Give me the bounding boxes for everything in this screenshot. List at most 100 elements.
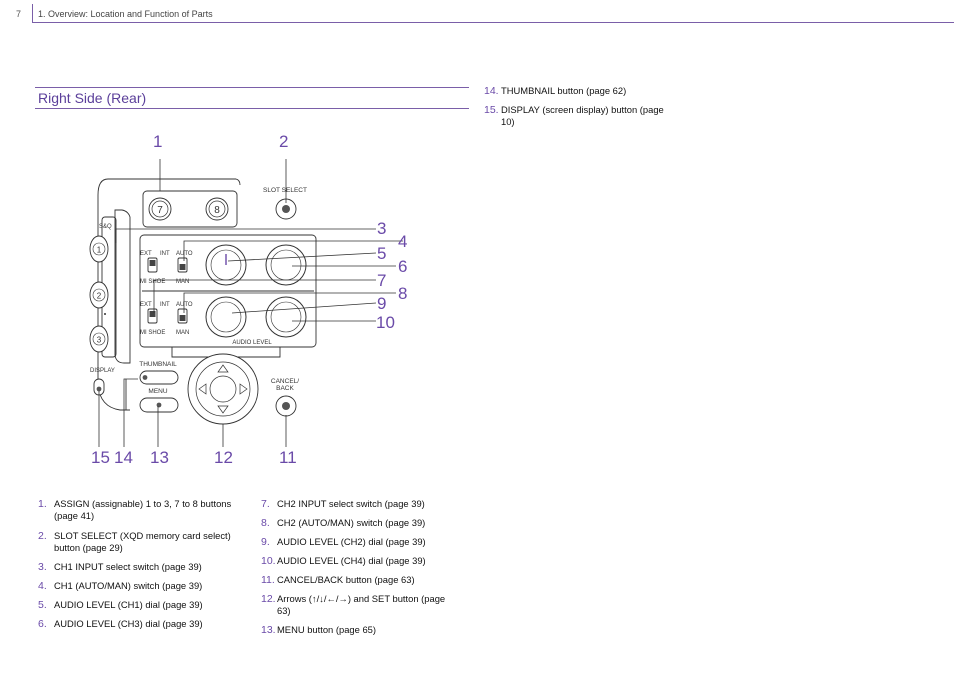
slot-select-button[interactable] [275,198,297,220]
item-number: 3. [38,561,47,573]
thumbnail-label: THUMBNAIL [139,361,177,368]
item-text: AUDIO LEVEL (CH3) dial (page 39) [54,618,203,629]
arrow-up-icon [217,364,229,373]
item-number: 7. [261,498,270,510]
section-title: Right Side (Rear) [38,90,147,106]
list-item: 14. THUMBNAIL button (page 62) [484,85,664,97]
item-text: DISPLAY (screen display) button (page 10… [501,104,664,127]
assign-2-label: 2 [97,292,102,301]
ch2-auto-man-switch[interactable] [177,308,188,324]
list-item: 10. AUDIO LEVEL (CH4) dial (page 39) [261,555,461,567]
item-number: 13. [261,624,276,636]
menu-button[interactable] [139,397,179,413]
ch1-mi-shoe-label: MI SHOE [140,279,165,285]
display-label: DISPLAY [90,368,115,374]
callout-7: 7 [377,271,386,290]
item-number: 5. [38,599,47,611]
item-number: 12. [261,593,276,605]
audio-level-ch1-dial[interactable] [205,244,247,286]
callout-14: 14 [114,448,133,467]
arrow-set-pad[interactable] [187,353,259,425]
ch2-mi-shoe-label: MI SHOE [140,330,165,336]
header-rule [32,22,954,23]
item-number: 1. [38,498,47,510]
arrow-right-icon [239,383,248,395]
ch2-ext-label: EXT [140,302,152,308]
item-text: MENU button (page 65) [277,624,377,635]
callout-1: 1 [153,132,162,151]
menu-label: MENU [148,388,167,395]
callout-3: 3 [377,219,386,238]
item-text: ASSIGN (assignable) 1 to 3, 7 to 8 butto… [54,498,232,521]
list-item: 15. DISPLAY (screen display) button (pag… [484,104,664,128]
audio-level-ch4-dial[interactable] [265,296,307,338]
audio-level-ch3-dial[interactable] [265,244,307,286]
item-text: AUDIO LEVEL (CH1) dial (page 39) [54,599,203,610]
list-item: 13. MENU button (page 65) [261,624,461,636]
thumbnail-button[interactable] [139,370,179,385]
slot-select-label: SLOT SELECT [263,187,307,194]
item-number: 15. [484,104,499,116]
callout-2: 2 [279,132,288,151]
list-item: 9. AUDIO LEVEL (CH2) dial (page 39) [261,536,461,548]
ch2-int-label: INT [160,302,170,308]
item-number: 2. [38,530,47,542]
item-number: 6. [38,618,47,630]
item-text: AUDIO LEVEL (CH2) dial (page 39) [277,536,426,547]
leader-lines [98,159,403,447]
callout-12: 12 [214,448,233,467]
item-text: AUDIO LEVEL (CH4) dial (page 39) [277,555,426,566]
item-number: 14. [484,85,499,97]
callout-10: 10 [376,313,395,332]
audio-level-ch2-dial[interactable] [205,296,247,338]
item-number: 8. [261,517,270,529]
assign-2-button[interactable]: 2 [89,281,109,309]
ch2-input-select-switch[interactable] [147,308,158,324]
list-item: 4. CH1 (AUTO/MAN) switch (page 39) [38,580,248,592]
list-item: 7. CH2 INPUT select switch (page 39) [261,498,461,510]
ch1-auto-label: AUTO [176,251,193,257]
assign-7-button[interactable]: 7 [148,197,172,221]
assign-7-label: 7 [157,205,163,216]
assign-8-button[interactable]: 8 [205,197,229,221]
ch2-auto-label: AUTO [176,302,193,308]
callout-8: 8 [398,284,407,303]
item-text: CH2 (AUTO/MAN) switch (page 39) [277,517,426,528]
assign-3-button[interactable]: 3 [89,325,109,353]
cancel-back-button[interactable] [275,395,297,417]
callout-15: 15 [91,448,110,467]
section-rule-bottom [35,108,469,109]
ch1-int-label: INT [160,251,170,257]
assign-3-label: 3 [97,336,102,345]
arrow-down-icon [217,405,229,414]
item-number: 4. [38,580,47,592]
camera-right-side-diagram: 7 8 SLOT SELECT S&Q 1 2 3 DISPLAY EXT IN… [80,125,420,475]
callout-13: 13 [150,448,169,467]
callout-11: 11 [279,448,297,467]
ch1-ext-label: EXT [140,251,152,257]
chapter-title: 1. Overview: Location and Function of Pa… [38,9,213,19]
arrow-left-icon [198,383,207,395]
ch2-man-label: MAN [176,330,189,336]
list-item: 5. AUDIO LEVEL (CH1) dial (page 39) [38,599,248,611]
item-number: 11. [261,574,275,586]
list-item: 12. Arrows (↑/↓/←/→) and SET button (pag… [261,593,461,617]
item-number: 10. [261,555,276,567]
list-item: 8. CH2 (AUTO/MAN) switch (page 39) [261,517,461,529]
item-text: Arrows (↑/↓/←/→) and SET button (page 63… [277,593,446,616]
assign-8-label: 8 [214,205,220,216]
section-rule-top [35,87,469,88]
audio-level-label: AUDIO LEVEL [232,340,272,346]
assign-1-button[interactable]: 1 [89,235,109,263]
ch1-input-select-switch[interactable] [147,257,158,273]
callout-5: 5 [377,244,386,263]
list-item: 3. CH1 INPUT select switch (page 39) [38,561,248,573]
item-text: THUMBNAIL button (page 62) [501,85,627,96]
item-text: CH2 INPUT select switch (page 39) [277,498,425,509]
item-text: CANCEL/BACK button (page 63) [277,574,415,585]
header-divider [32,4,33,22]
ch1-auto-man-switch[interactable] [177,257,188,273]
callout-numbers: 1 2 3 4 5 6 7 8 9 10 11 12 13 14 15 [91,132,407,467]
list-item: 2. SLOT SELECT (XQD memory card select) … [38,530,248,554]
item-text: SLOT SELECT (XQD memory card select) but… [54,530,231,553]
